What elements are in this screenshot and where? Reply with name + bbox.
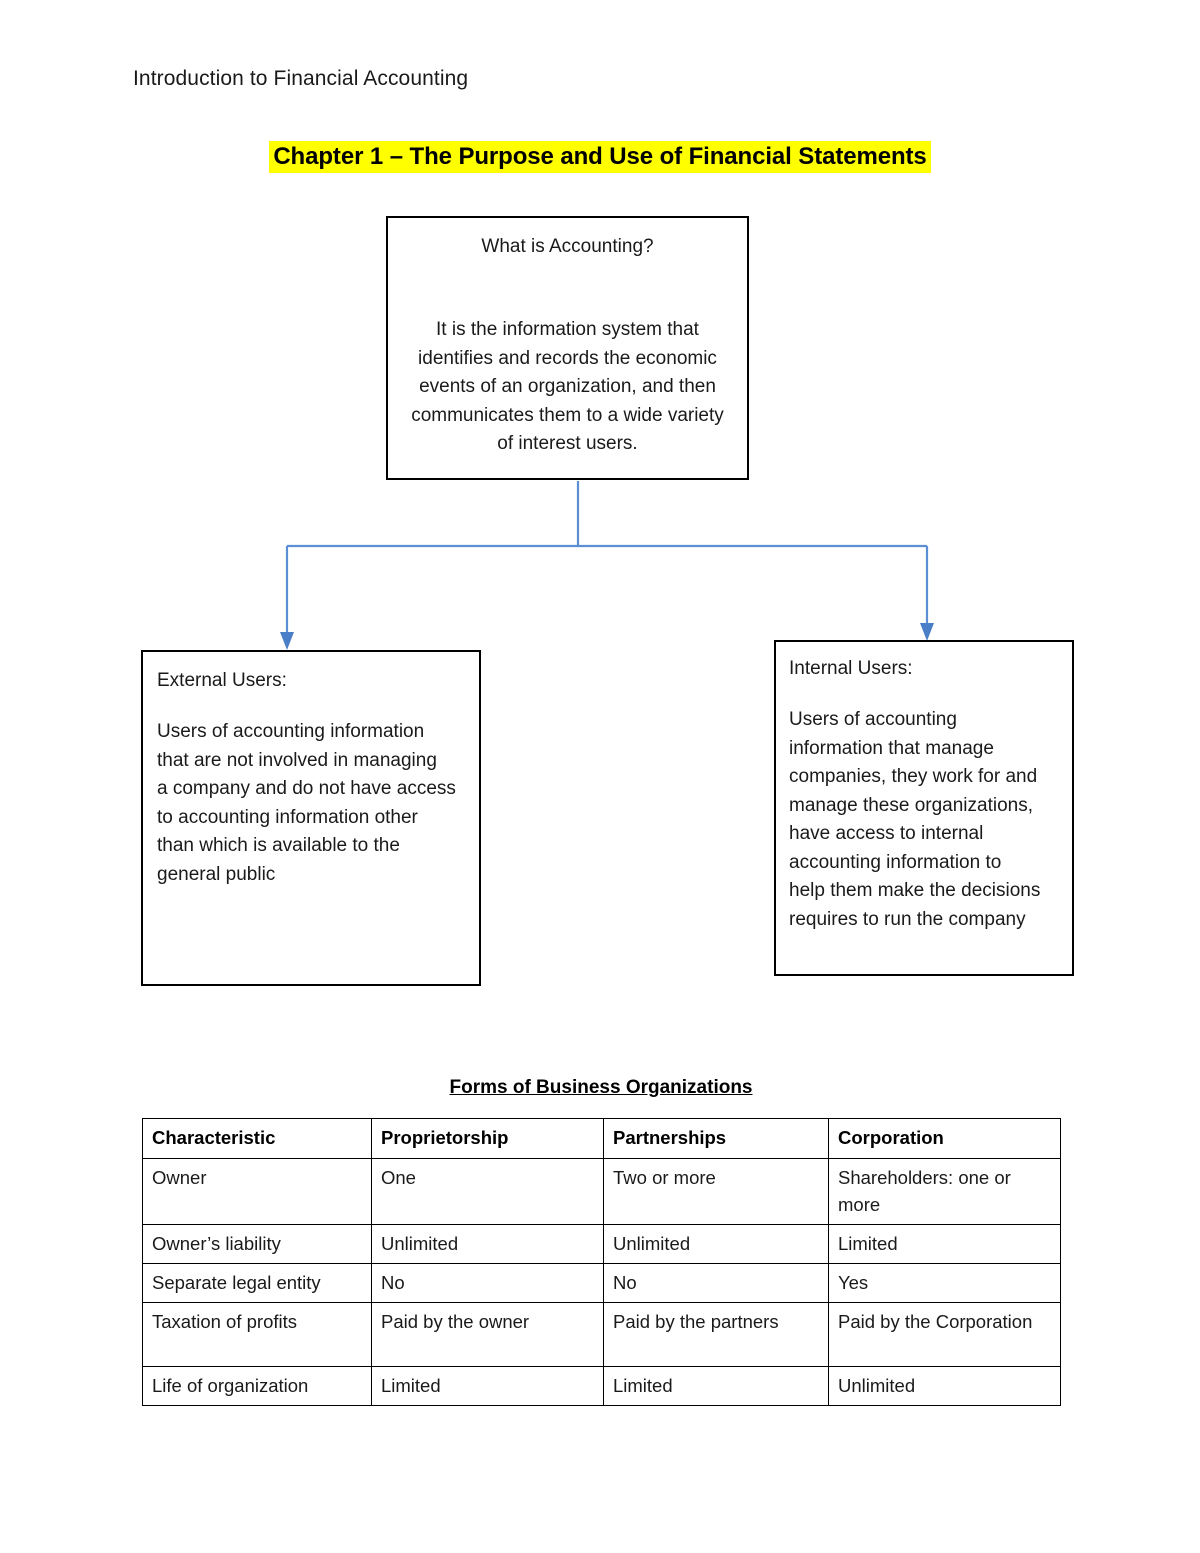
table-header-cell: Characteristic <box>142 1118 372 1159</box>
external-users-line: that are not involved in managing <box>157 749 437 771</box>
accounting-line: of interest users. <box>497 433 638 454</box>
document-header: Introduction to Financial Accounting <box>133 67 469 90</box>
table-cell: Unlimited <box>603 1224 829 1264</box>
table-cell: Unlimited <box>828 1366 1061 1406</box>
internal-users-line: have access to internal <box>789 823 984 844</box>
external-users-body: Users of accounting information that are… <box>157 718 479 889</box>
table-cell: Owner’s liability <box>142 1224 372 1264</box>
accounting-line: It is the information system that <box>436 319 699 340</box>
table-cell: Two or more <box>603 1158 829 1225</box>
forms-table-title: Forms of Business Organizations <box>142 1075 1060 1101</box>
internal-users-heading: Internal Users: <box>789 658 913 679</box>
accounting-line: communicates them to a wide variety <box>411 404 724 426</box>
table-row: Owner One Two or more Shareholders: one … <box>142 1158 1061 1225</box>
table-cell: Limited <box>371 1366 604 1406</box>
internal-users-line: help them make the decisions <box>789 880 1041 901</box>
accounting-line: identifies and records the economic <box>418 347 717 369</box>
what-is-accounting-box: What is Accounting? It is the informatio… <box>386 216 749 480</box>
table-cell: Paid by the Corporation <box>828 1302 1061 1367</box>
table-cell: Life of organization <box>142 1366 372 1406</box>
accounting-box-heading: What is Accounting? <box>481 236 654 257</box>
table-header-cell: Partnerships <box>603 1118 829 1159</box>
table-cell: Owner <box>142 1158 372 1225</box>
external-users-line: a company and do not have access <box>157 778 456 799</box>
table-row: Taxation of profits Paid by the owner Pa… <box>142 1302 1061 1367</box>
internal-users-line: accounting information to <box>789 851 1002 873</box>
internal-users-line: information that manage <box>789 737 994 759</box>
forms-table-title-text: Forms of Business Organizations <box>449 1077 753 1098</box>
internal-users-line: manage these organizations, <box>789 794 1033 816</box>
chapter-title-container: Chapter 1 – The Purpose and Use of Finan… <box>266 140 934 174</box>
arrowhead-right <box>920 623 934 641</box>
table-row: Owner’s liability Unlimited Unlimited Li… <box>142 1224 1061 1264</box>
internal-users-line: Users of accounting <box>789 709 957 730</box>
arrowhead-left <box>280 632 294 650</box>
table-cell: One <box>371 1158 604 1225</box>
internal-users-line: requires to run the company <box>789 908 1026 930</box>
table-header-cell: Corporation <box>828 1118 1061 1159</box>
chapter-title: Chapter 1 – The Purpose and Use of Finan… <box>269 141 931 173</box>
table-header-row: Characteristic Proprietorship Partnershi… <box>142 1118 1061 1159</box>
table-cell: Separate legal entity <box>142 1263 372 1303</box>
table-row: Separate legal entity No No Yes <box>142 1263 1061 1303</box>
external-users-line: to accounting information other <box>157 806 418 828</box>
internal-users-box: Internal Users: Users of accounting info… <box>774 640 1074 976</box>
table-cell: Limited <box>828 1224 1061 1264</box>
table-cell: Unlimited <box>371 1224 604 1264</box>
table-cell: Paid by the partners <box>603 1302 829 1367</box>
external-users-line: general public <box>157 863 276 885</box>
table-cell: Paid by the owner <box>371 1302 604 1367</box>
accounting-line: events of an organization, and then <box>419 376 716 397</box>
forms-of-business-organizations-table: Characteristic Proprietorship Partnershi… <box>142 1118 1061 1406</box>
accounting-box-body: It is the information system that identi… <box>400 316 735 459</box>
internal-users-body: Users of accounting information that man… <box>789 706 1072 934</box>
external-users-box: External Users: Users of accounting info… <box>141 650 481 986</box>
table-cell: Shareholders: one or more <box>828 1158 1061 1225</box>
table-cell: No <box>603 1263 829 1303</box>
external-users-line: Users of accounting information <box>157 721 425 742</box>
external-users-heading: External Users: <box>157 670 287 691</box>
table-cell: Yes <box>828 1263 1061 1303</box>
external-users-line: than which is available to the <box>157 835 400 856</box>
table-cell: Taxation of profits <box>142 1302 372 1367</box>
table-header-cell: Proprietorship <box>371 1118 604 1159</box>
table-row: Life of organization Limited Limited Unl… <box>142 1366 1061 1406</box>
table-cell: No <box>371 1263 604 1303</box>
internal-users-line: companies, they work for and <box>789 766 1038 787</box>
table-cell: Limited <box>603 1366 829 1406</box>
